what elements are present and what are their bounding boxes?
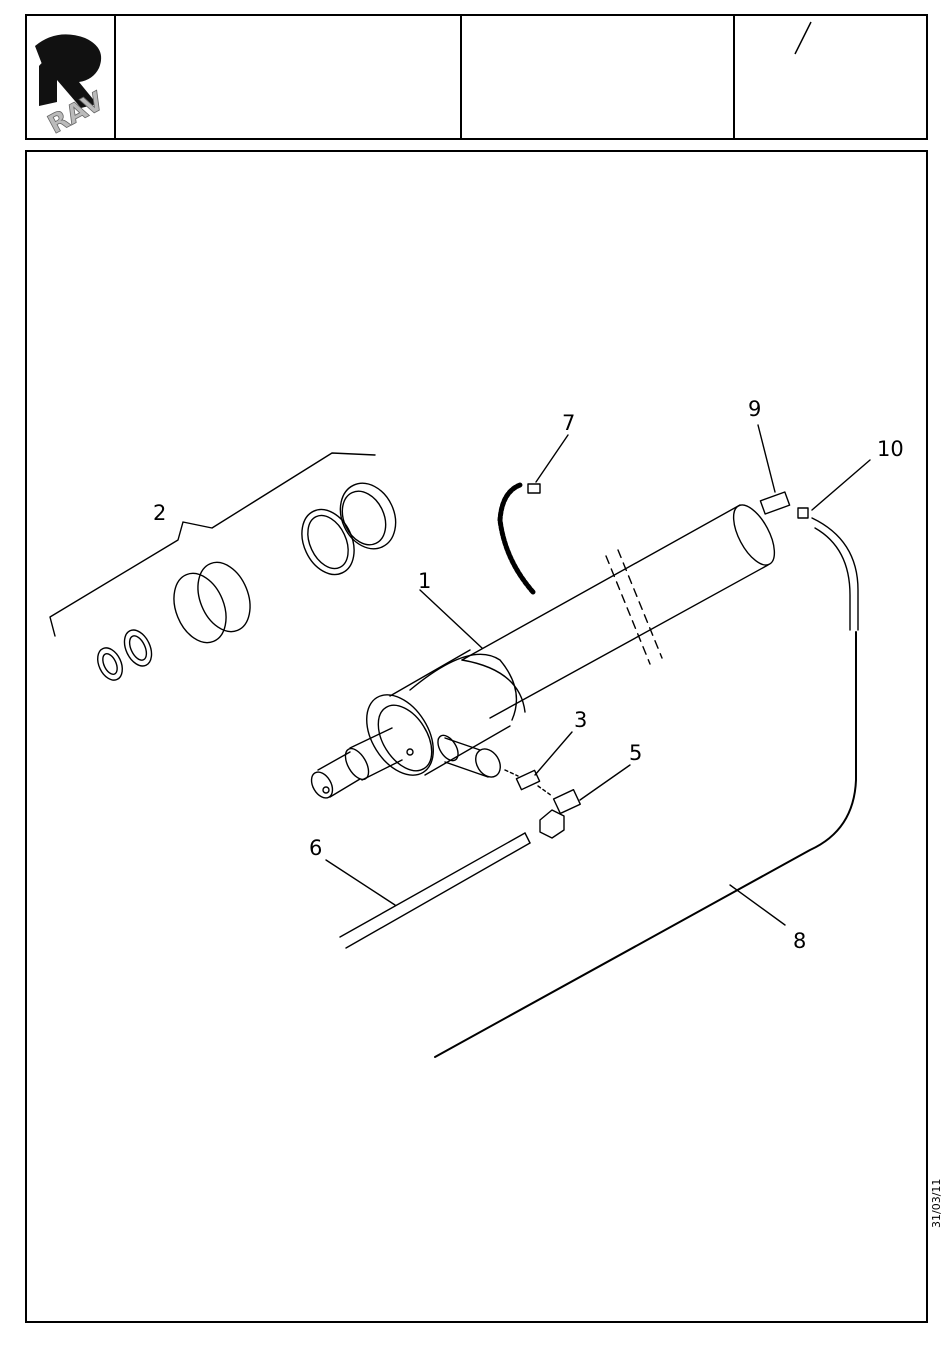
revision-date: 31/03/11 — [930, 1179, 943, 1228]
callout-5: 5 — [629, 741, 642, 765]
leader-line-9 — [758, 425, 775, 492]
leader-line-8 — [730, 885, 785, 925]
callout-10: 10 — [877, 437, 904, 461]
leader-line-10 — [812, 460, 870, 510]
seal-kit-bracket — [50, 453, 375, 636]
piston-rod — [307, 728, 402, 802]
callout-7: 7 — [562, 411, 575, 435]
large-seal-1 — [292, 501, 364, 583]
callout-6: 6 — [309, 836, 322, 860]
cylinder-barrel — [390, 499, 783, 775]
o-ring-2 — [188, 555, 259, 640]
callout-1: 1 — [418, 569, 431, 593]
hose-6 — [340, 833, 530, 948]
fitting-9 — [760, 492, 789, 514]
o-ring-1 — [164, 566, 235, 651]
leader-line-7 — [536, 435, 568, 482]
large-seal-2 — [330, 474, 406, 558]
leader-line-5 — [580, 765, 630, 800]
callout-3: 3 — [574, 708, 587, 732]
fitting-10 — [798, 508, 808, 518]
elbow-fitting-5 — [538, 786, 580, 838]
port-boss — [434, 732, 505, 782]
small-seal-left — [93, 644, 127, 684]
small-seal-right — [119, 626, 157, 671]
callout-8: 8 — [793, 929, 806, 953]
leader-line-3 — [535, 732, 572, 775]
callout-9: 9 — [748, 397, 761, 421]
leader-line-6 — [326, 860, 395, 905]
leader-line-1 — [420, 590, 482, 648]
callout-2: 2 — [153, 501, 166, 525]
hose-8 — [435, 518, 858, 1057]
cylinder-head — [353, 683, 447, 787]
cable-tie-7 — [500, 484, 540, 592]
fitting-3 — [505, 770, 540, 790]
